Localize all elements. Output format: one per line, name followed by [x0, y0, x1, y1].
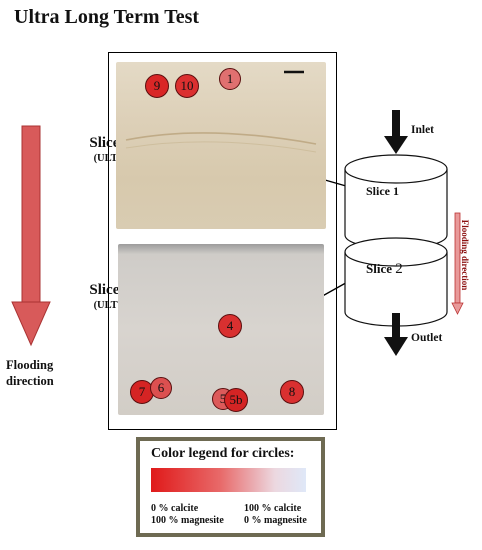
cylinder-slice2-prefix: Slice: [366, 261, 396, 276]
sample-circle: 4: [218, 314, 242, 338]
legend-right-label: 100 % calcite 0 % magnesite: [244, 503, 307, 527]
diagram-title: Ultra Long Term Test: [14, 6, 200, 28]
legend-left-line2: 100 % magnesite: [151, 515, 224, 526]
cylinder-slice2-number: 2: [395, 261, 403, 277]
flooding-direction-vertical-label: Flooding direction: [460, 219, 470, 291]
slice1-code: (ULT1): [93, 153, 127, 164]
cylinder-slice1: [344, 154, 448, 250]
direction-word: direction: [6, 374, 54, 388]
cylinder-slice1-label: Slice 1: [366, 184, 399, 198]
flooding-arrow-left: [11, 125, 51, 347]
cylinder-slice2: [344, 237, 448, 327]
flooding-arrow-right: [451, 212, 464, 315]
outlet-label: Outlet: [411, 332, 443, 344]
legend-right-line1: 100 % calcite: [244, 503, 302, 514]
sample-circle: 8: [280, 380, 304, 404]
sample-circle: 10: [175, 74, 199, 98]
photo-frame: [108, 52, 337, 430]
sample-circle: 1: [219, 68, 241, 90]
legend-title: Color legend for circles:: [151, 446, 295, 461]
flooding-word: Flooding: [6, 358, 54, 372]
legend-left-label: 0 % calcite 100 % magnesite: [151, 503, 224, 527]
inlet-label: Inlet: [411, 124, 434, 136]
inlet-arrow: [384, 110, 408, 154]
legend-gradient-bar: [151, 468, 306, 492]
legend-left-line1: 0 % calcite: [151, 503, 199, 514]
sample-circle: 9: [145, 74, 169, 98]
sample-circle: 6: [150, 377, 172, 399]
flooding-direction-label: Flooding direction: [6, 357, 86, 389]
slice2-code: (ULT2): [93, 300, 127, 311]
legend-right-line2: 0 % magnesite: [244, 515, 307, 526]
cylinder-slice2-label: Slice 2: [366, 261, 403, 278]
outlet-arrow: [384, 313, 408, 356]
sample-circle: 5b: [224, 388, 248, 412]
